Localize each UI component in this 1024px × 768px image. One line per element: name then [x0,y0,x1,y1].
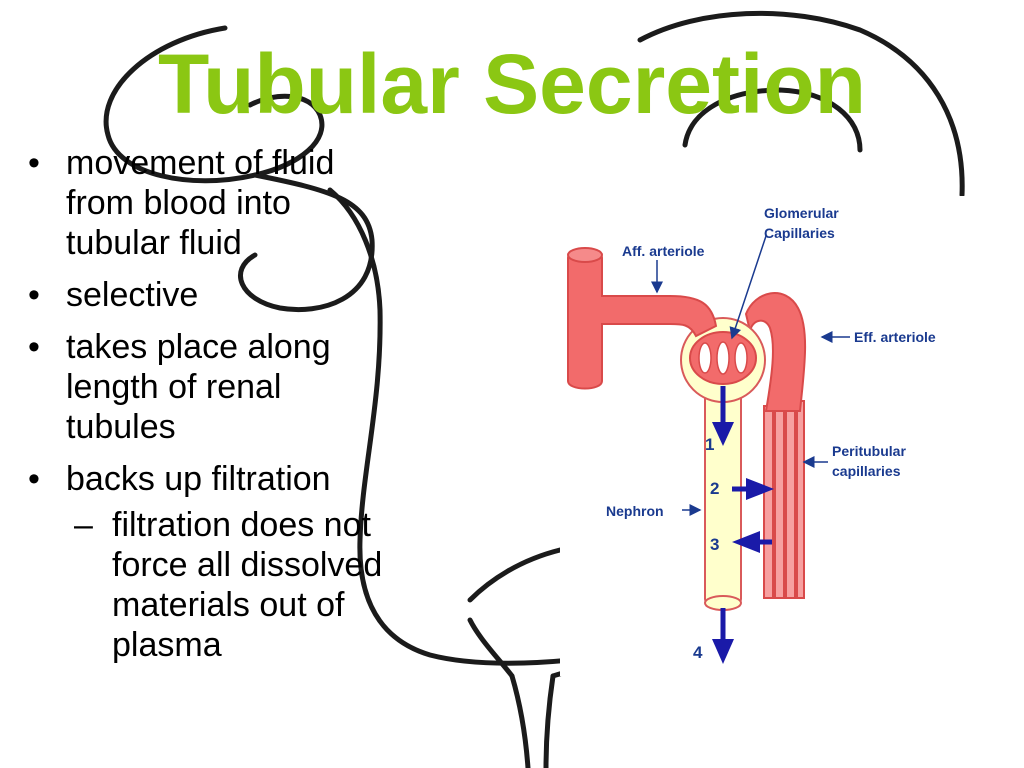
bullet-marker: • [28,276,40,314]
label-pointers [651,235,850,516]
sub-bullet-text-line: materials out of [112,586,345,624]
bullet-text-line: movement of fluid [66,144,335,182]
bullet-text-line: backs up filtration [66,460,331,498]
bullet-text-line: length of renal [66,368,282,406]
sub-bullet-list: – filtration does not force all dissolve… [66,505,496,665]
bullet-item: • movement of fluid from blood into tubu… [26,143,496,263]
nephron-diagram-panel: Aff. arteriole Glomerular Capillaries Ef… [560,196,965,676]
step-number-4: 4 [693,643,703,662]
efferent-arteriole [744,292,807,412]
sub-bullet-item: – filtration does not force all dissolve… [66,505,496,665]
step-number-1: 1 [705,435,714,454]
bullet-text-line: from blood into [66,184,291,222]
bullet-marker: • [28,328,40,366]
bullet-marker: • [28,460,40,498]
label-glomerular: Glomerular [764,205,839,221]
peritubular-capillaries [763,400,805,599]
sub-bullet-text-line: filtration does not [112,506,371,544]
step-number-2: 2 [710,479,719,498]
bullet-list: • movement of fluid from blood into tubu… [26,143,496,677]
sub-bullet-marker: – [74,506,93,544]
sub-bullet-text-line: plasma [112,626,222,664]
bullet-item: • selective [26,275,496,315]
bullet-text-line: tubular fluid [66,224,242,262]
label-peritubular: Peritubular [832,443,906,459]
nephron-diagram: Aff. arteriole Glomerular Capillaries Ef… [567,205,936,664]
label-eff-arteriole: Eff. arteriole [854,329,936,345]
label-capillaries: Capillaries [764,225,835,241]
bullet-item: • takes place along length of renal tubu… [26,327,496,447]
slide-title: Tubular Secretion [158,37,866,131]
label-peritubular-capillaries: capillaries [832,463,901,479]
bullet-text-line: tubules [66,408,176,446]
step-number-3: 3 [710,535,719,554]
afferent-arteriole-end [567,247,603,263]
bullet-text-line: takes place along [66,328,331,366]
glomerular-capillaries [689,331,757,385]
flow-arrows [712,386,774,664]
label-nephron: Nephron [606,503,664,519]
bullet-marker: • [28,144,40,182]
bullet-item: • backs up filtration – filtration does … [26,459,496,665]
tubule-end [704,595,742,611]
bullet-text-line: selective [66,276,199,314]
sub-bullet-text-line: force all dissolved [112,546,383,584]
label-aff-arteriole: Aff. arteriole [622,243,705,259]
